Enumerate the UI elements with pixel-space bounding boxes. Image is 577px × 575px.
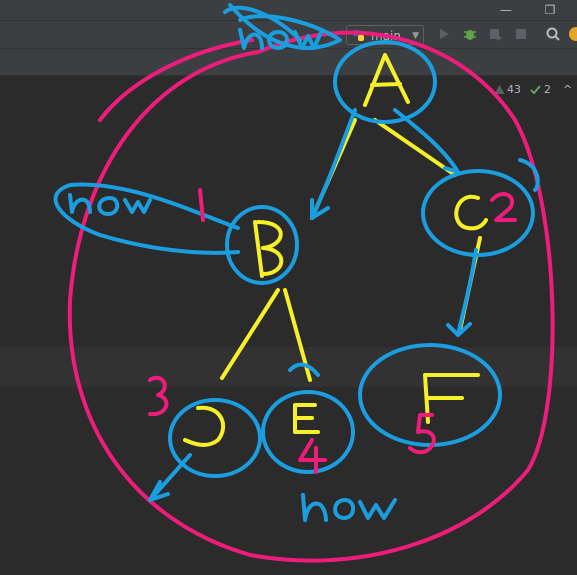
now-handwriting (68, 28, 397, 522)
typo-check-icon (530, 85, 541, 95)
now-top (238, 28, 324, 50)
letter-d (183, 405, 226, 447)
ide-update-icon[interactable] (568, 26, 577, 42)
navigation-bar (0, 48, 577, 76)
restore-button[interactable]: ❐ (544, 3, 556, 17)
node-outlines (53, 5, 535, 478)
warning-icon (494, 85, 505, 94)
scribble-e (288, 362, 320, 377)
now-bottom (301, 493, 397, 522)
minimize-button[interactable]: — (500, 3, 512, 17)
node-b-circle (225, 205, 299, 285)
editor-area[interactable] (0, 76, 577, 575)
search-icon[interactable] (545, 26, 561, 42)
letter-e (293, 403, 320, 434)
tree-edges (220, 118, 482, 382)
letter-a (363, 53, 410, 107)
number-3 (148, 375, 169, 417)
debug-icon[interactable] (462, 26, 478, 42)
letter-c (454, 194, 488, 231)
warning-count[interactable]: 43 (507, 83, 521, 96)
number-2 (490, 192, 517, 222)
stop-icon[interactable] (513, 26, 529, 42)
title-bar: — ❐ (0, 0, 577, 20)
node-f-circle (358, 343, 502, 447)
node-d-circle (168, 398, 262, 478)
node-letters (183, 53, 488, 447)
letter-b (253, 220, 284, 278)
run-icon[interactable] (436, 26, 452, 42)
edge-a-c (373, 118, 457, 177)
arrow-from-d (148, 453, 192, 502)
arrow-a-b (310, 108, 357, 220)
chevron-up-icon[interactable]: ^ (563, 83, 573, 96)
node-a-circle (333, 40, 437, 124)
traversal-numbers (148, 188, 517, 474)
number-4 (298, 438, 327, 474)
outer-circle-stroke (67, 30, 555, 563)
number-5 (408, 413, 436, 455)
node-c-circle (421, 169, 535, 257)
arrow-a-c (393, 108, 460, 174)
number-1 (198, 188, 205, 222)
scribble-c (518, 158, 540, 192)
top-loop (223, 5, 302, 42)
chevron-down-icon: ▼ (412, 31, 419, 41)
arrow-c-f (446, 248, 478, 337)
coverage-icon[interactable] (487, 26, 503, 42)
edge-b-d (220, 288, 280, 380)
node-e-circle (261, 390, 355, 474)
now-label-loop (53, 182, 240, 255)
caret-line-highlight (0, 347, 577, 387)
now-left (68, 193, 152, 216)
typo-count[interactable]: 2 (544, 83, 551, 96)
